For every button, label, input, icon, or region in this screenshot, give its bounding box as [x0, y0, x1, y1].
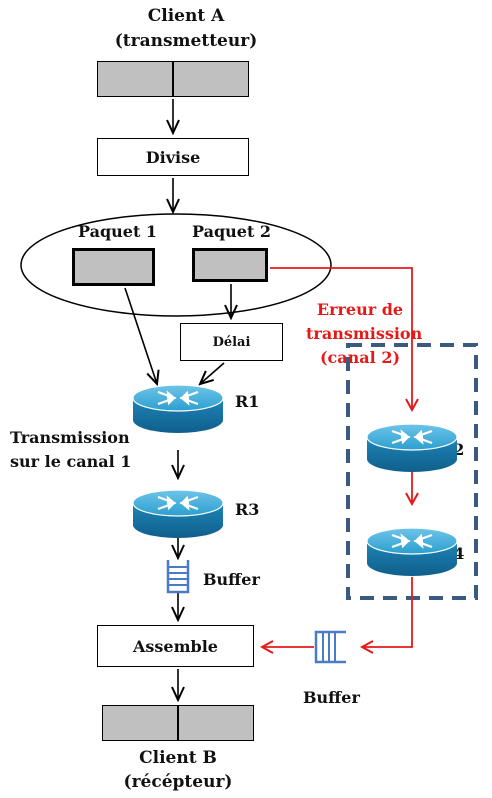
- arrow-paquet1-r1: [124, 287, 157, 384]
- delai-label: Délai: [212, 334, 251, 350]
- arrow-r4-buffer: [362, 577, 413, 647]
- router-r3-icon: [132, 489, 224, 538]
- router-r2-icon: [366, 423, 458, 472]
- client-a-bar: [97, 61, 249, 97]
- client-a-name: Client A: [147, 6, 225, 26]
- divise-label: Divise: [145, 147, 201, 167]
- router-r3-label: R3: [235, 500, 260, 519]
- erreur-line-1: Erreur de: [316, 300, 404, 319]
- paquet-2-label: Paquet 2: [192, 222, 272, 241]
- buffer-1-icon: [166, 560, 190, 594]
- arrow-delai-r1: [200, 362, 225, 384]
- client-b-label: Client B (récépteur): [98, 746, 258, 794]
- paquet-1-label: Paquet 1: [78, 222, 158, 241]
- client-b-role: (récépteur): [123, 772, 233, 792]
- erreur-line-2: transmission: [306, 324, 423, 343]
- router-r1-icon: [132, 384, 224, 433]
- assemble-box: Assemble: [97, 625, 254, 667]
- erreur-label: Erreur de transmission (canal 2): [306, 298, 423, 370]
- client-a-label: Client A (transmetteur): [106, 4, 266, 54]
- client-a-role: (transmetteur): [114, 31, 258, 51]
- assemble-label: Assemble: [133, 636, 218, 656]
- packets-ellipse: [20, 213, 332, 317]
- client-b-name: Client B: [139, 748, 217, 768]
- router-r4-icon: [366, 527, 458, 576]
- client-b-bar: [102, 705, 254, 741]
- transmission-line-2: sur le canal 1: [10, 452, 132, 471]
- buffer-2-icon: [314, 630, 346, 664]
- transmission-line-1: Transmission: [10, 428, 130, 447]
- router-r1-label: R1: [235, 392, 260, 411]
- delai-box: Délai: [180, 323, 283, 361]
- arrow-paquet2-r2: [270, 267, 412, 410]
- client-a-bar-divider: [172, 62, 174, 96]
- buffer-2-label: Buffer: [303, 688, 360, 707]
- client-b-bar-divider: [177, 706, 179, 740]
- paquet-1-box: [72, 248, 155, 286]
- erreur-line-3: (canal 2): [319, 348, 401, 367]
- buffer-1-label: Buffer: [203, 570, 260, 589]
- paquet-2-box: [192, 248, 268, 282]
- transmission-label: Transmission sur le canal 1: [10, 426, 131, 474]
- divise-box: Divise: [97, 138, 249, 176]
